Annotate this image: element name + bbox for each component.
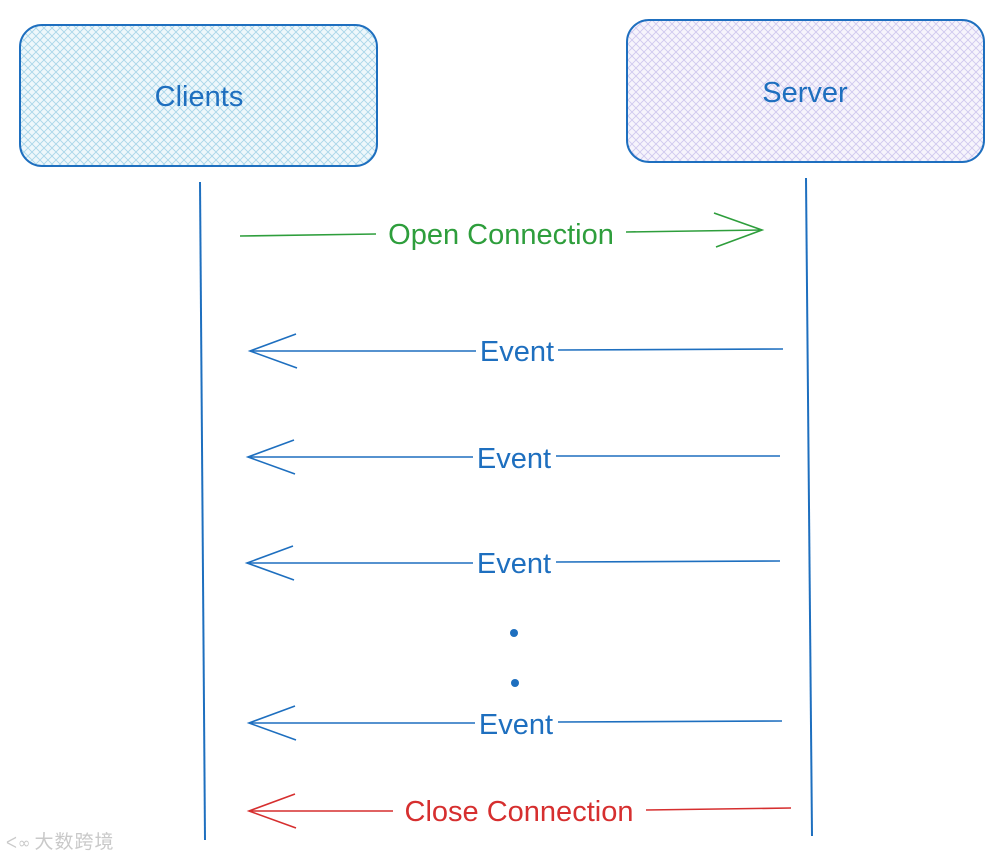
event-arrowhead [245, 439, 296, 475]
close-connection-arrowhead [246, 793, 297, 829]
clients-actor: Clients [19, 24, 378, 167]
open-connection-line-right [625, 229, 763, 233]
server-actor: Server [626, 19, 985, 163]
event-label: Event [480, 336, 554, 368]
clients-box [19, 24, 378, 167]
event-message: Event [246, 705, 783, 741]
server-lifeline [805, 177, 813, 837]
ellipsis-dot [511, 679, 519, 687]
watermark-logo-icon: ᐸ∞ [6, 834, 32, 852]
close-connection-line-right [645, 807, 792, 811]
event-line-right [557, 348, 784, 351]
event-message: Event [244, 545, 781, 581]
event-label: Event [477, 548, 551, 580]
server-box [626, 19, 985, 163]
event-message: Event [245, 439, 780, 475]
server-label: Server [762, 77, 848, 109]
event-arrowhead [244, 545, 295, 581]
open-connection-label: Open Connection [388, 219, 614, 251]
clients-label: Clients [155, 81, 244, 113]
event-arrowhead [247, 333, 298, 369]
event-message: Event [247, 333, 784, 369]
event-label: Event [479, 709, 553, 741]
event-label: Event [477, 443, 551, 475]
event-line-right [555, 560, 781, 563]
event-line-right [557, 720, 783, 723]
open-connection-line-left [239, 233, 377, 237]
watermark-text: 大数跨境 [34, 831, 115, 853]
close-connection-label: Close Connection [405, 796, 634, 828]
ellipsis-dot [510, 629, 518, 637]
open-connection-message: Open Connection [239, 212, 765, 251]
open-connection-arrowhead [713, 212, 765, 248]
clients-lifeline [199, 181, 206, 841]
close-connection-message: Close Connection [246, 793, 792, 829]
event-arrowhead [246, 705, 297, 741]
watermark: ᐸ∞大数跨境 [6, 827, 114, 854]
